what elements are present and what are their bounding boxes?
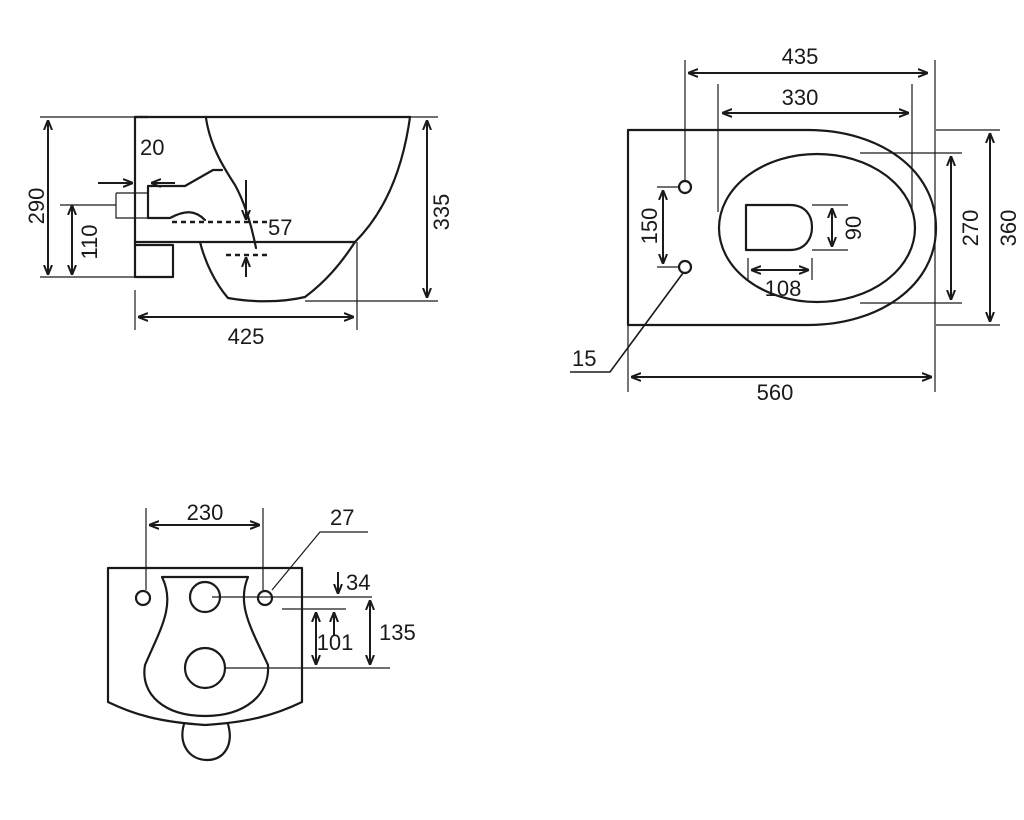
- back-bolt-hole-right: [256, 589, 274, 607]
- side-trapway: [204, 116, 258, 250]
- back-dim-34-label: 34: [346, 570, 370, 595]
- top-dim-360-label: 360: [996, 210, 1021, 247]
- back-dim-27-label: 27: [330, 505, 354, 530]
- top-bowl-ellipse: [717, 152, 917, 304]
- back-dim-230-label: 230: [187, 500, 224, 525]
- top-fixing-hole-lower: [677, 259, 693, 275]
- top-dim-108-label: 108: [765, 276, 802, 301]
- top-dim-15-leader: [570, 272, 684, 373]
- back-bowl-tail: [181, 722, 231, 762]
- top-dim-435-label: 435: [782, 44, 819, 69]
- side-ref-lines: [40, 116, 438, 330]
- top-dim-330-label: 330: [782, 85, 819, 110]
- side-underside: [133, 240, 357, 303]
- back-ref-lines: [145, 508, 390, 669]
- top-dim-270-label: 270: [958, 210, 983, 247]
- side-outlet-block: [133, 243, 175, 279]
- top-fixing-hole-upper: [677, 179, 693, 195]
- side-dim-290-label: 290: [24, 188, 49, 225]
- back-bolt-hole-left: [134, 589, 152, 607]
- back-dim-101-label: 101: [317, 630, 354, 655]
- top-ref-lines: [627, 60, 1000, 392]
- top-dim-150-label: 150: [637, 208, 662, 245]
- side-view: 290 110 335 20 57 425: [24, 115, 454, 349]
- side-dim-425-label: 425: [228, 324, 265, 349]
- top-dim-560-label: 560: [757, 380, 794, 405]
- side-bowl-outline: [353, 115, 412, 244]
- side-dim-20-label: 20: [140, 135, 164, 160]
- side-dim-57-label: 57: [268, 215, 292, 240]
- top-body-outline: [626, 128, 938, 327]
- back-body-outline: [106, 566, 304, 727]
- top-outlet-shape: [744, 203, 814, 252]
- back-dim-135-label: 135: [379, 620, 416, 645]
- top-dim-90-label: 90: [841, 216, 866, 240]
- side-dim-335-label: 335: [429, 194, 454, 231]
- back-recess-outline: [143, 575, 270, 718]
- top-view: 435 330 270 360 150 90 108 15 560: [570, 44, 1021, 405]
- top-dim-15-label: 15: [572, 346, 596, 371]
- side-dim-110-label: 110: [77, 224, 102, 259]
- side-inlet: [146, 168, 224, 222]
- back-outlet-hole: [183, 646, 227, 690]
- back-view: 230 27 34 101 135: [106, 500, 416, 762]
